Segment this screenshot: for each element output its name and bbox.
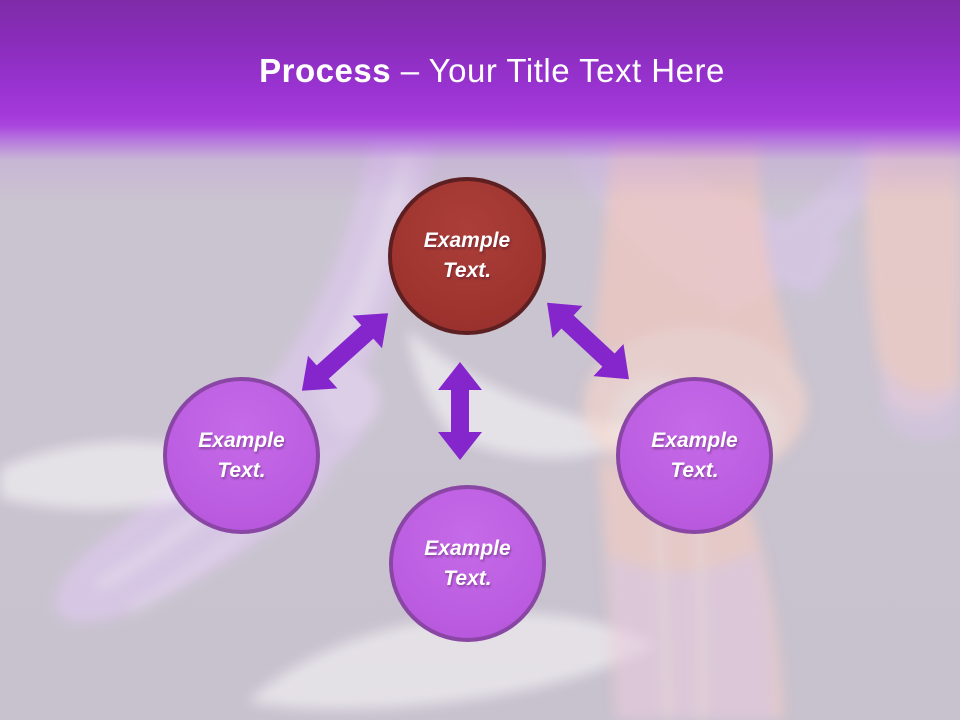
- node-label-line: Text.: [217, 458, 266, 482]
- double-arrow-center-left-icon: [301, 313, 389, 391]
- process-node-bottom: Example Text.: [389, 485, 546, 642]
- double-arrow-center-right-icon: [547, 302, 629, 380]
- node-label-line: Example: [424, 536, 511, 560]
- node-label-line: Example: [651, 428, 738, 452]
- title-bar: [0, 0, 960, 200]
- node-label-line: Text.: [670, 458, 719, 482]
- page-title-rest: – Your Title Text Here: [400, 52, 725, 89]
- node-label-line: Text.: [443, 566, 492, 590]
- node-label-line: Text.: [442, 259, 492, 282]
- node-label-line: Example: [198, 428, 285, 452]
- page-title-emphasis: Process: [259, 52, 392, 89]
- process-node-right: Example Text.: [616, 377, 773, 534]
- process-node-left: Example Text.: [163, 377, 320, 534]
- background-ribbons: [0, 330, 655, 710]
- page-title: Process – Your Title Text Here: [0, 52, 960, 90]
- process-node-center: Example Text.: [388, 177, 546, 335]
- double-arrow-center-bottom-icon: [438, 362, 482, 460]
- node-label-line: Example: [423, 229, 511, 252]
